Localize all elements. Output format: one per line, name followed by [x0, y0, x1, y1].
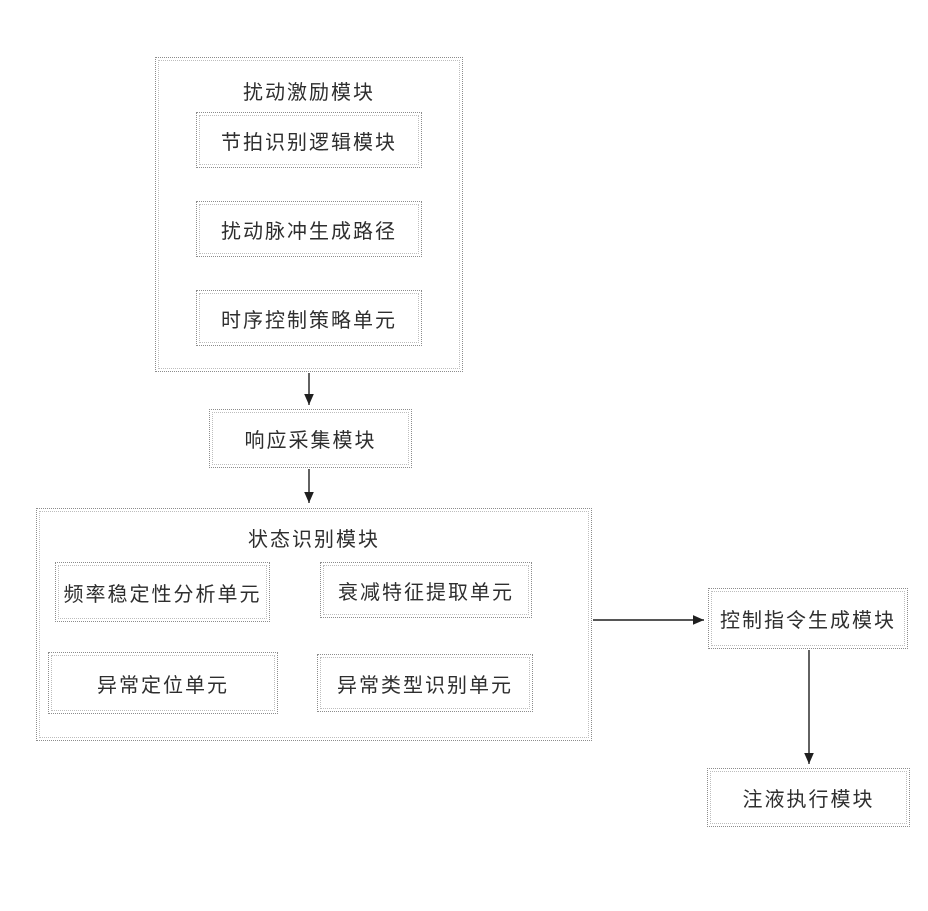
injection-execution-module-label: 注液执行模块	[742, 787, 875, 811]
state-recognition-module-title: 状态识别模块	[248, 527, 380, 551]
beat-recognition-unit-box: 节拍识别逻辑模块	[196, 112, 422, 168]
frequency-stability-unit-label: 频率稳定性分析单元	[63, 581, 262, 606]
excitation-module-title: 扰动激励模块	[243, 80, 375, 104]
anomaly-type-unit-label: 异常类型识别单元	[337, 672, 513, 697]
decay-feature-unit-label: 衰减特征提取单元	[338, 579, 514, 604]
timing-strategy-unit-box: 时序控制策略单元	[196, 290, 422, 346]
injection-execution-module-box: 注液执行模块	[707, 768, 910, 827]
response-collection-module-label: 响应采集模块	[244, 428, 377, 452]
pulse-generation-unit-label: 扰动脉冲生成路径	[221, 218, 397, 243]
anomaly-location-unit-box: 异常定位单元	[48, 652, 278, 714]
anomaly-location-unit-label: 异常定位单元	[97, 672, 229, 697]
control-instruction-module-box: 控制指令生成模块	[708, 588, 908, 649]
beat-recognition-unit-label: 节拍识别逻辑模块	[221, 129, 397, 154]
decay-feature-unit-box: 衰减特征提取单元	[320, 562, 532, 618]
control-instruction-module-label: 控制指令生成模块	[720, 608, 896, 632]
pulse-generation-unit-box: 扰动脉冲生成路径	[196, 201, 422, 257]
timing-strategy-unit-label: 时序控制策略单元	[221, 307, 397, 332]
frequency-stability-unit-box: 频率稳定性分析单元	[55, 562, 270, 622]
anomaly-type-unit-box: 异常类型识别单元	[317, 654, 533, 712]
response-collection-module-box: 响应采集模块	[209, 409, 412, 468]
